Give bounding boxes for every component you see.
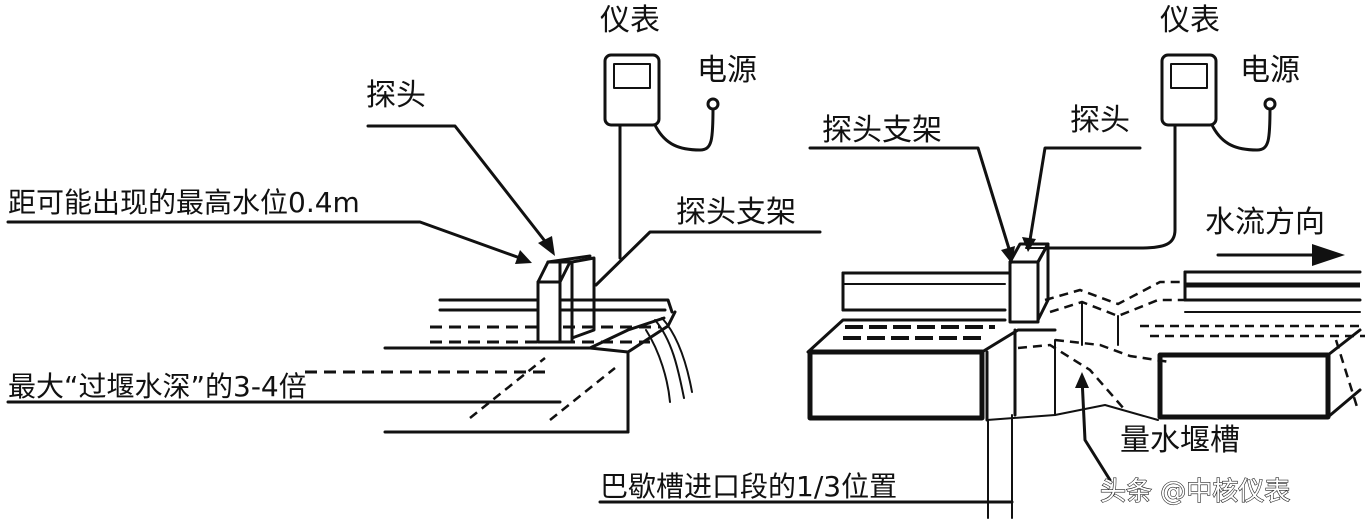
right-upstream-channel <box>806 271 1057 421</box>
left-probe <box>536 254 596 344</box>
right-probe <box>1008 242 1050 324</box>
left-diagram: 仪表 电源 探头 距可能出现的最高水位0.4m 探头支架 最大“过堰水深”的3-… <box>6 3 822 434</box>
left-channel <box>305 298 693 434</box>
right-leaders <box>808 146 1142 482</box>
right-position-note: 巴歇槽进口段的1/3位置 <box>600 470 897 503</box>
left-power-label: 电源 <box>697 53 757 88</box>
flow-direction-arrow <box>1216 244 1345 266</box>
left-meter <box>603 53 720 260</box>
watermark-text: 头条 @中核仪表 <box>1100 477 1290 507</box>
right-flume <box>985 280 1185 422</box>
left-bracket-label: 探头支架 <box>676 195 796 230</box>
right-diagram: 仪表 电源 探头支架 探头 水流方向 量水堰槽 巴歇槽进口段的1/3位置 <box>598 3 1365 519</box>
left-meter-label: 仪表 <box>600 3 660 38</box>
right-meter-label: 仪表 <box>1160 3 1220 38</box>
right-probe-label: 探头 <box>1070 103 1130 138</box>
left-depth-note: 最大“过堰水深”的3-4倍 <box>8 370 307 403</box>
left-probe-label: 探头 <box>366 78 426 113</box>
right-bracket-label: 探头支架 <box>822 113 942 148</box>
right-meter <box>1044 53 1277 250</box>
right-flow-label: 水流方向 <box>1205 205 1325 240</box>
right-downstream-channel <box>1140 270 1365 420</box>
left-leaders <box>6 124 822 404</box>
right-flume-label: 量水堰槽 <box>1120 423 1240 458</box>
left-height-note: 距可能出现的最高水位0.4m <box>8 186 360 219</box>
position-marker <box>598 414 1014 519</box>
right-power-label: 电源 <box>1240 53 1300 88</box>
